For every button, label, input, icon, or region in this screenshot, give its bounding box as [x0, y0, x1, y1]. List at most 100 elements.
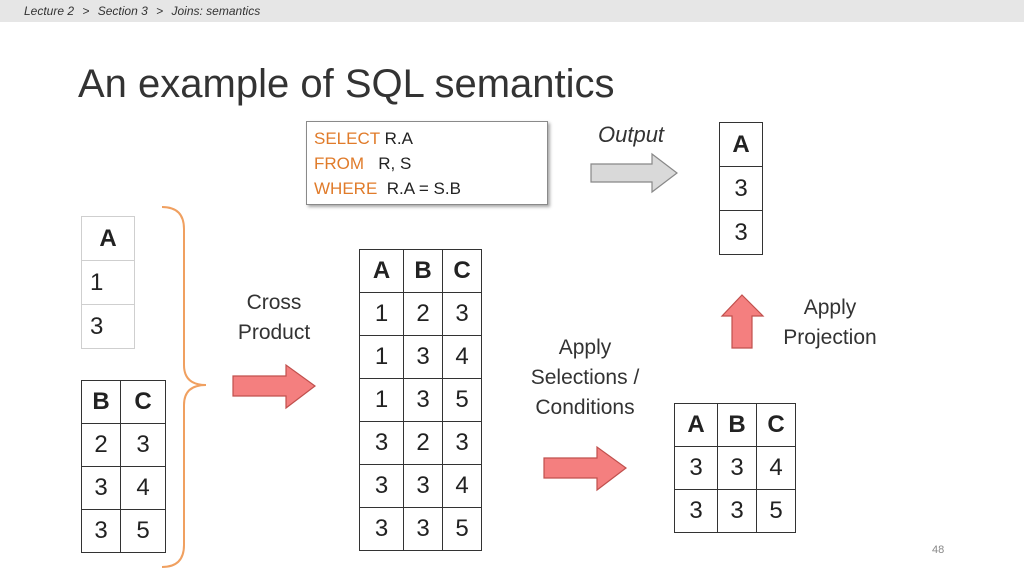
apply-projection-label: Apply Projection — [770, 293, 890, 353]
table-cell: 3 — [674, 446, 718, 490]
table-cell: 3 — [120, 423, 166, 467]
table-header-row: A — [81, 216, 135, 261]
table-cell: 3 — [442, 292, 482, 336]
sql-keyword: FROM — [314, 154, 365, 173]
label-line: Apply — [558, 336, 612, 359]
table-cell: 5 — [756, 489, 796, 533]
table-row: 3 — [719, 166, 763, 211]
breadcrumb-item: Lecture 2 — [24, 4, 75, 18]
table-cell: B — [403, 249, 443, 293]
sql-keyword: WHERE — [314, 179, 378, 198]
table-s: B C 2 3 3 4 3 5 — [81, 380, 166, 553]
table-cell: 3 — [719, 210, 763, 255]
table-cell: 3 — [403, 335, 443, 379]
table-cell: B — [717, 403, 757, 447]
table-cell: 2 — [403, 421, 443, 465]
breadcrumb: Lecture 2 > Section 3 > Joins: semantics — [24, 4, 265, 18]
table-cell: 1 — [81, 260, 135, 305]
table-cell: 4 — [442, 464, 482, 508]
table-cell: 3 — [717, 446, 757, 490]
table-row: 2 3 — [81, 423, 166, 467]
table-row: 3 3 5 — [359, 507, 482, 551]
output-label: Output — [598, 122, 665, 147]
table-row: 3 3 5 — [674, 489, 796, 533]
table-cell: A — [81, 216, 135, 261]
breadcrumb-separator: > — [82, 4, 90, 18]
table-output: A 3 3 — [719, 122, 763, 255]
sql-keyword: SELECT — [314, 129, 380, 148]
table-cell: A — [359, 249, 404, 293]
table-header-row: A B C — [359, 249, 482, 293]
table-cross-product: A B C 1 2 3 1 3 4 1 3 5 3 2 3 3 3 4 3 3 … — [359, 249, 482, 551]
cross-product-label: Cross Product — [224, 288, 324, 348]
table-row: 3 5 — [81, 509, 166, 553]
label-line: Apply — [803, 296, 857, 319]
table-row: 1 3 4 — [359, 335, 482, 379]
table-header-row: B C — [81, 380, 166, 424]
table-cell: 3 — [359, 507, 404, 551]
table-cell: C — [756, 403, 796, 447]
table-header-row: A — [719, 122, 763, 167]
table-cell: 2 — [403, 292, 443, 336]
breadcrumb-bar: Lecture 2 > Section 3 > Joins: semantics — [0, 0, 1024, 22]
projection-arrow-icon — [720, 294, 765, 349]
label-line: Cross — [246, 291, 302, 314]
table-row: 1 3 5 — [359, 378, 482, 422]
table-cell: 3 — [403, 464, 443, 508]
table-cell: 3 — [81, 466, 121, 510]
table-cell: 4 — [756, 446, 796, 490]
table-cell: 3 — [81, 509, 121, 553]
label-line: Product — [237, 321, 311, 344]
brace-icon — [161, 206, 207, 568]
table-cell: 1 — [359, 378, 404, 422]
table-row: 3 — [81, 304, 135, 349]
table-cell: 5 — [442, 378, 482, 422]
table-cell: C — [442, 249, 482, 293]
table-cell: C — [120, 380, 166, 424]
table-cell: 1 — [359, 335, 404, 379]
table-cell: 3 — [442, 421, 482, 465]
table-row: 3 — [719, 210, 763, 255]
table-row: 3 4 — [81, 466, 166, 510]
apply-selections-label: Apply Selections / Conditions — [515, 333, 655, 423]
page-title: An example of SQL semantics — [78, 62, 615, 106]
output-arrow-icon — [590, 152, 678, 194]
breadcrumb-item: Section 3 — [97, 4, 148, 18]
table-cell: 2 — [81, 423, 121, 467]
sql-text: R.A — [384, 129, 413, 148]
label-line: Selections / — [530, 366, 640, 389]
table-row: 1 — [81, 260, 135, 305]
table-cell: 1 — [359, 292, 404, 336]
table-cell: 3 — [359, 464, 404, 508]
table-cell: B — [81, 380, 121, 424]
table-cell: 3 — [403, 378, 443, 422]
sql-query-box: SELECT R.A FROM R, S WHERE R.A = S.B — [306, 121, 548, 205]
table-cell: 4 — [442, 335, 482, 379]
table-cell: 3 — [403, 507, 443, 551]
table-selected: A B C 3 3 4 3 3 5 — [674, 403, 796, 533]
table-row: 1 2 3 — [359, 292, 482, 336]
table-row: 3 3 4 — [359, 464, 482, 508]
label-line: Projection — [783, 326, 877, 349]
table-header-row: A B C — [674, 403, 796, 447]
table-cell: 4 — [120, 466, 166, 510]
table-cell: 5 — [120, 509, 166, 553]
table-cell: 3 — [359, 421, 404, 465]
breadcrumb-item: Joins: semantics — [171, 4, 261, 18]
table-cell: 3 — [719, 166, 763, 211]
table-cell: 3 — [81, 304, 135, 349]
breadcrumb-separator: > — [156, 4, 164, 18]
cross-product-arrow-icon — [232, 363, 317, 410]
table-cell: A — [674, 403, 718, 447]
table-cell: A — [719, 122, 763, 167]
table-row: 3 3 4 — [674, 446, 796, 490]
table-cell: 3 — [717, 489, 757, 533]
sql-text: R, S — [378, 154, 412, 173]
table-row: 3 2 3 — [359, 421, 482, 465]
table-cell: 5 — [442, 507, 482, 551]
label-line: Conditions — [535, 396, 635, 419]
page-number: 48 — [932, 544, 945, 556]
table-cell: 3 — [674, 489, 718, 533]
table-r: A 1 3 — [81, 216, 135, 349]
sql-text: R.A = S.B — [386, 179, 461, 198]
